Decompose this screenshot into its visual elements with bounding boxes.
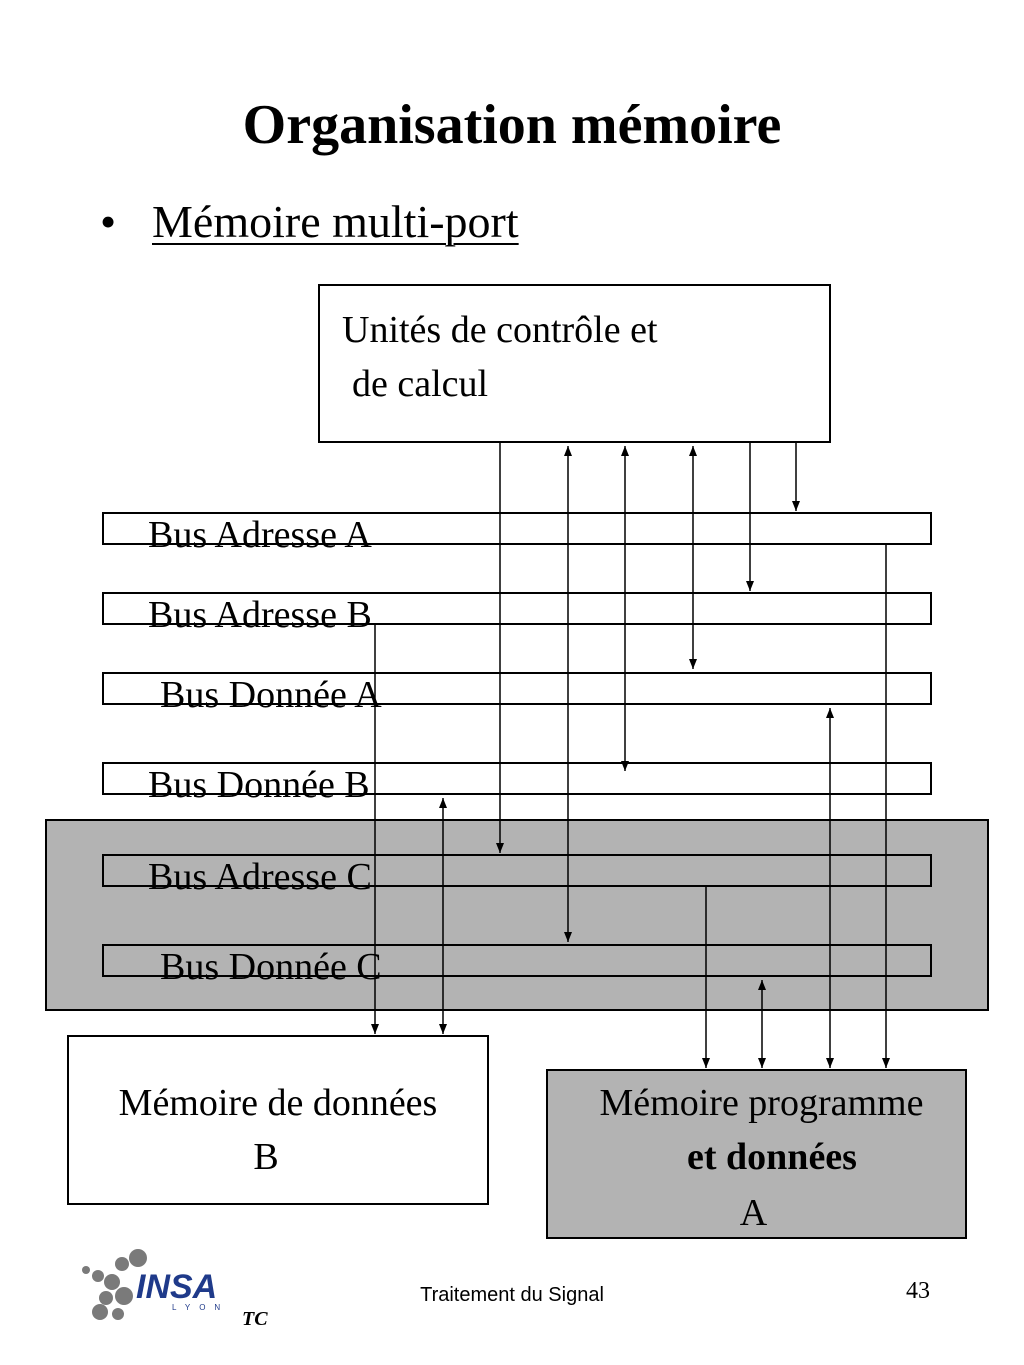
bullet-text: Mémoire multi-port: [152, 196, 519, 247]
control-unit-label-line2: de calcul: [352, 363, 489, 405]
department-label: TC: [242, 1308, 268, 1330]
bullet-symbol: •: [100, 196, 117, 247]
bus-bar-donnee-b: [102, 762, 932, 795]
bus-label-donnee-a: Bus Donnée A: [160, 674, 382, 716]
bus-label-donnee-b: Bus Donnée B: [148, 764, 370, 806]
bus-bar-donnee-c: [102, 944, 932, 977]
memory-a-label-line1: Mémoire programme: [599, 1082, 924, 1124]
bullet-item: • Mémoire multi-port: [100, 195, 519, 248]
control-unit-label-line1: Unités de contrôle et: [342, 309, 658, 351]
memory-b-label-line1: Mémoire de données: [118, 1082, 438, 1124]
bus-label-adresse-a: Bus Adresse A: [148, 514, 372, 556]
memory-b-box: [67, 1035, 489, 1205]
memory-a-label-line3: A: [739, 1192, 768, 1234]
control-unit-box: [318, 284, 831, 443]
bus-bar-donnee-a: [102, 672, 932, 705]
insa-logo: INSA LYON: [82, 1249, 229, 1320]
bus-bar-adresse-a: [102, 512, 932, 545]
memory-a-box: [546, 1069, 967, 1239]
memory-a-label-line2: et données: [687, 1136, 857, 1178]
logo-subtext: LYON: [172, 1303, 229, 1312]
slide-title: Organisation mémoire: [242, 94, 782, 156]
bus-bar-adresse-b: [102, 592, 932, 625]
bus-label-adresse-b: Bus Adresse B: [148, 594, 372, 636]
bus-label-donnee-c: Bus Donnée C: [160, 946, 382, 988]
footer-text: Traitement du Signal: [420, 1284, 604, 1306]
memory-b-label-line2: B: [253, 1136, 279, 1178]
logo-wordmark: INSA: [136, 1268, 217, 1306]
bus-bar-adresse-c: [102, 854, 932, 887]
bus-label-adresse-c: Bus Adresse C: [148, 856, 372, 898]
page-number: 43: [906, 1278, 930, 1304]
